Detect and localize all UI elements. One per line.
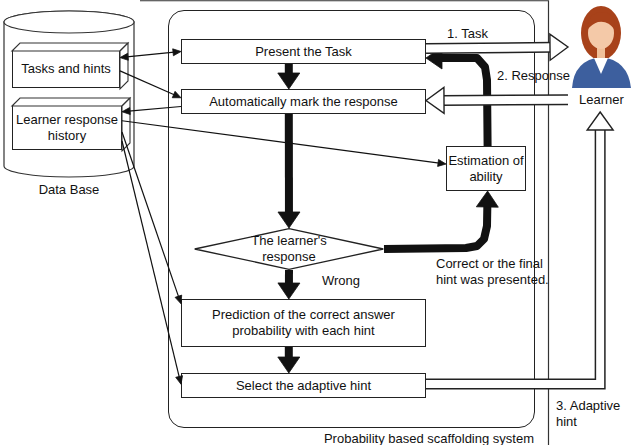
edge-label: Wrong (322, 273, 382, 289)
thick-connector (278, 114, 300, 228)
arrow-head (278, 283, 300, 299)
hair-fringe (587, 12, 615, 30)
outer-frame-line (140, 1, 549, 445)
arrow-head (173, 49, 181, 56)
thick-connector (384, 191, 498, 249)
node-text: Estimation of ability (448, 153, 524, 184)
shirt-collar (594, 58, 608, 74)
arrow-shaft (285, 270, 293, 285)
thin-connector (122, 121, 446, 167)
node-text: Tasks and hints (21, 61, 111, 77)
hollow-connector (426, 112, 613, 384)
node-text: Learner (568, 92, 635, 108)
arrow-shaft (285, 114, 293, 214)
arrow-head (172, 91, 181, 97)
body-suit (572, 57, 631, 88)
arrow-head (278, 212, 300, 228)
hair-back (581, 6, 621, 60)
arrow-shaft-fill (441, 96, 568, 105)
arrow-shaft-fill (426, 47, 553, 48)
database-cylinder: Data BaseTasks and hintsLearner response… (3, 10, 135, 178)
box-side-face (120, 43, 128, 89)
arrow-head (550, 34, 568, 60)
thick-connector (278, 347, 300, 373)
arrow-shaft-outline (426, 127, 600, 384)
decision-diamond: The learner's response (194, 228, 384, 270)
node-text: The learner's response (239, 233, 339, 264)
thin-connector (122, 141, 183, 384)
arrow-shaft-outline (426, 47, 553, 48)
diamond-shape (195, 229, 384, 270)
arrow-shaft (122, 121, 439, 163)
node-text: Prediction of the correct answer probabi… (191, 307, 416, 338)
arrow-shaft (129, 107, 181, 112)
thick-connector (426, 47, 488, 146)
learner-illustration (568, 0, 635, 90)
process-box: Present the Task (181, 39, 426, 64)
node-text: Learner response history (13, 112, 121, 143)
arrow-head (426, 47, 442, 69)
data-box: Learner response history (12, 105, 122, 150)
process-box: Prediction of the correct answer probabi… (181, 299, 426, 347)
arrow-shaft (285, 347, 293, 359)
data-box: Tasks and hints (12, 50, 120, 88)
system-boundary: Probability based scaffolding systemPres… (168, 10, 535, 428)
arrow-shaft (440, 58, 488, 146)
arrow-head (278, 73, 300, 89)
cylinder-top (4, 11, 134, 33)
arrow-head (476, 191, 498, 207)
arrow-shaft-fill (426, 127, 600, 384)
thick-connector (278, 64, 300, 89)
arrow-head (278, 357, 300, 373)
cylinder-body (4, 11, 134, 177)
edge-label: Correct or the final hint was presented. (436, 256, 558, 287)
node-text: Present the Task (255, 44, 352, 60)
process-box: Automatically mark the response (181, 89, 426, 114)
arrow-shaft (384, 205, 487, 249)
learner-figure: Learner (568, 0, 635, 112)
edge-label: 2. Response (497, 68, 577, 84)
arrow-head (438, 159, 446, 166)
node-text: Probability based scaffolding system (289, 431, 534, 445)
node-text: Select the adaptive hint (236, 378, 371, 394)
box-top-face (12, 98, 130, 106)
process-box: Estimation of ability (446, 146, 526, 191)
edge-label: 3. Adaptive hint (556, 398, 634, 429)
arrow-shaft (122, 141, 179, 378)
hollow-connector (426, 34, 568, 60)
box-top-face (12, 43, 128, 51)
box-side-face (122, 98, 130, 151)
process-box: Select the adaptive hint (181, 373, 426, 398)
cylinder-outline (3, 10, 135, 178)
arrow-head (587, 112, 613, 130)
thick-connector (278, 270, 300, 299)
hollow-connector (426, 87, 568, 113)
arrow-shaft-outline (441, 94, 568, 106)
node-text: Data Base (3, 182, 135, 198)
arrow-head (426, 87, 444, 113)
node-text: Automatically mark the response (209, 94, 398, 110)
arrow-shaft (285, 64, 293, 75)
edge-label: 1. Task (447, 26, 517, 42)
